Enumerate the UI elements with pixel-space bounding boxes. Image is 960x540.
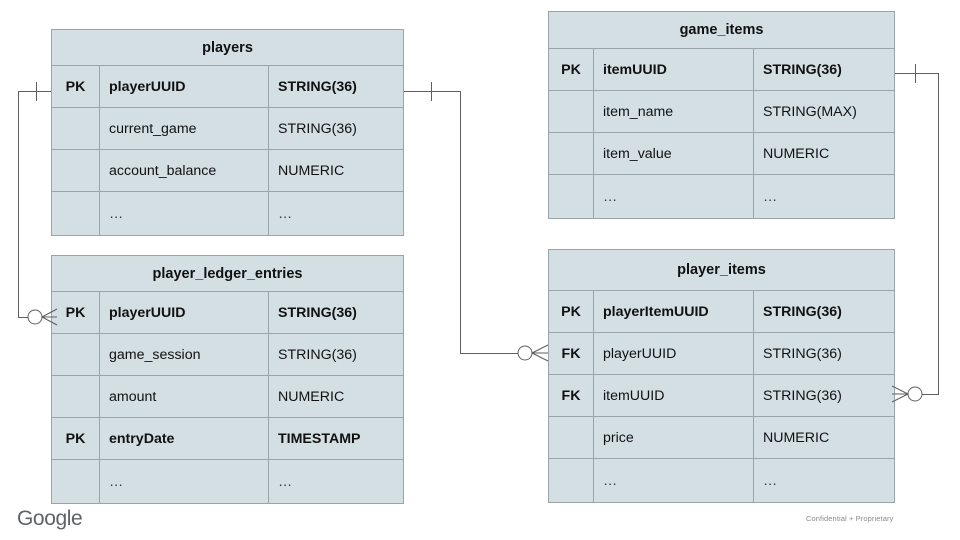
- row-key: [52, 334, 100, 375]
- row-name: …: [594, 459, 754, 502]
- cardinality-zero-or-many-playeritems-item: [891, 385, 923, 403]
- table-row[interactable]: price NUMERIC: [549, 417, 894, 459]
- row-key: PK: [549, 291, 594, 332]
- google-logo: Google: [17, 507, 83, 530]
- row-key: [549, 175, 594, 218]
- table-row[interactable]: item_name STRING(MAX): [549, 91, 894, 133]
- connector-players-ledger-segment-top: [18, 91, 52, 92]
- row-key: [549, 459, 594, 502]
- row-name: itemUUID: [594, 49, 754, 90]
- row-name: item_value: [594, 133, 754, 174]
- row-key: FK: [549, 375, 594, 416]
- table-row[interactable]: FK itemUUID STRING(36): [549, 375, 894, 417]
- entity-title-players: players: [52, 30, 403, 66]
- table-row[interactable]: … …: [52, 192, 403, 235]
- connector-gameitems-playeritems-segment-bottom: [922, 394, 939, 395]
- table-row[interactable]: PK entryDate TIMESTAMP: [52, 418, 403, 460]
- row-name: …: [594, 175, 754, 218]
- row-type: STRING(36): [278, 304, 357, 321]
- row-type: STRING(36): [278, 346, 357, 363]
- row-key: [52, 108, 100, 149]
- cardinality-one-gameitems: [915, 64, 916, 83]
- row-key: PK: [549, 49, 594, 90]
- row-name: …: [100, 192, 269, 235]
- row-type: STRING(MAX): [763, 103, 857, 120]
- connector-players-playeritems-segment-mid: [460, 91, 461, 353]
- table-row[interactable]: PK playerUUID STRING(36): [52, 66, 403, 108]
- row-type: NUMERIC: [278, 162, 345, 179]
- row-name: playerUUID: [100, 66, 269, 107]
- table-row[interactable]: PK playerItemUUID STRING(36): [549, 291, 894, 333]
- table-row[interactable]: … …: [549, 175, 894, 218]
- row-name: account_balance: [100, 150, 269, 191]
- row-key: [52, 376, 100, 417]
- row-name: …: [100, 460, 269, 503]
- row-type: …: [278, 473, 294, 490]
- row-type: STRING(36): [278, 120, 357, 137]
- row-type: TIMESTAMP: [278, 430, 361, 447]
- row-name: entryDate: [100, 418, 269, 459]
- entity-title-game-items: game_items: [549, 12, 894, 49]
- row-name: price: [594, 417, 754, 458]
- row-type: STRING(36): [278, 78, 357, 95]
- row-type: STRING(36): [763, 61, 842, 78]
- row-key: [52, 150, 100, 191]
- row-key: PK: [52, 418, 100, 459]
- cardinality-zero-or-many-ledger: [27, 308, 58, 326]
- row-key: FK: [549, 333, 594, 374]
- row-name: playerUUID: [100, 292, 269, 333]
- entity-players[interactable]: players PK playerUUID STRING(36) current…: [51, 29, 404, 236]
- table-row[interactable]: account_balance NUMERIC: [52, 150, 403, 192]
- connector-players-playeritems-segment-bottom: [460, 353, 518, 354]
- row-key: PK: [52, 66, 100, 107]
- cardinality-zero-or-many-playeritems-player: [517, 344, 549, 362]
- table-row[interactable]: game_session STRING(36): [52, 334, 403, 376]
- table-row[interactable]: FK playerUUID STRING(36): [549, 333, 894, 375]
- entity-player-items[interactable]: player_items PK playerItemUUID STRING(36…: [548, 249, 895, 503]
- table-row[interactable]: … …: [549, 459, 894, 502]
- table-row[interactable]: PK playerUUID STRING(36): [52, 292, 403, 334]
- connector-players-playeritems-segment-top: [403, 91, 461, 92]
- connector-players-ledger-segment-bottom: [18, 317, 31, 318]
- row-type: NUMERIC: [763, 429, 830, 446]
- row-type: STRING(36): [763, 303, 842, 320]
- row-name: amount: [100, 376, 269, 417]
- entity-game-items[interactable]: game_items PK itemUUID STRING(36) item_n…: [548, 11, 895, 219]
- row-type: …: [763, 188, 779, 205]
- cardinality-one-players-ledger: [36, 82, 37, 101]
- row-name: itemUUID: [594, 375, 754, 416]
- row-key: PK: [52, 292, 100, 333]
- table-row[interactable]: item_value NUMERIC: [549, 133, 894, 175]
- confidentiality-notice: Confidential + Proprietary: [806, 514, 894, 523]
- table-row[interactable]: amount NUMERIC: [52, 376, 403, 418]
- table-row[interactable]: … …: [52, 460, 403, 503]
- connector-gameitems-playeritems-segment-right: [938, 73, 939, 394]
- row-type: NUMERIC: [763, 145, 830, 162]
- row-name: item_name: [594, 91, 754, 132]
- entity-player-ledger-entries[interactable]: player_ledger_entries PK playerUUID STRI…: [51, 255, 404, 504]
- row-key: [549, 133, 594, 174]
- cardinality-one-players-playeritems: [431, 82, 432, 101]
- row-key: [52, 460, 100, 503]
- row-key: [52, 192, 100, 235]
- row-key: [549, 91, 594, 132]
- row-type: STRING(36): [763, 387, 842, 404]
- table-row[interactable]: PK itemUUID STRING(36): [549, 49, 894, 91]
- table-row[interactable]: current_game STRING(36): [52, 108, 403, 150]
- row-type: …: [278, 205, 294, 222]
- entity-title-player-ledger-entries: player_ledger_entries: [52, 256, 403, 292]
- connector-players-ledger-segment-left: [18, 91, 19, 317]
- row-type: STRING(36): [763, 345, 842, 362]
- row-name: playerItemUUID: [594, 291, 754, 332]
- row-key: [549, 417, 594, 458]
- entity-title-player-items: player_items: [549, 250, 894, 291]
- row-name: game_session: [100, 334, 269, 375]
- row-type: …: [763, 472, 779, 489]
- row-name: playerUUID: [594, 333, 754, 374]
- connector-gameitems-playeritems-segment-top: [894, 73, 939, 74]
- row-name: current_game: [100, 108, 269, 149]
- row-type: NUMERIC: [278, 388, 345, 405]
